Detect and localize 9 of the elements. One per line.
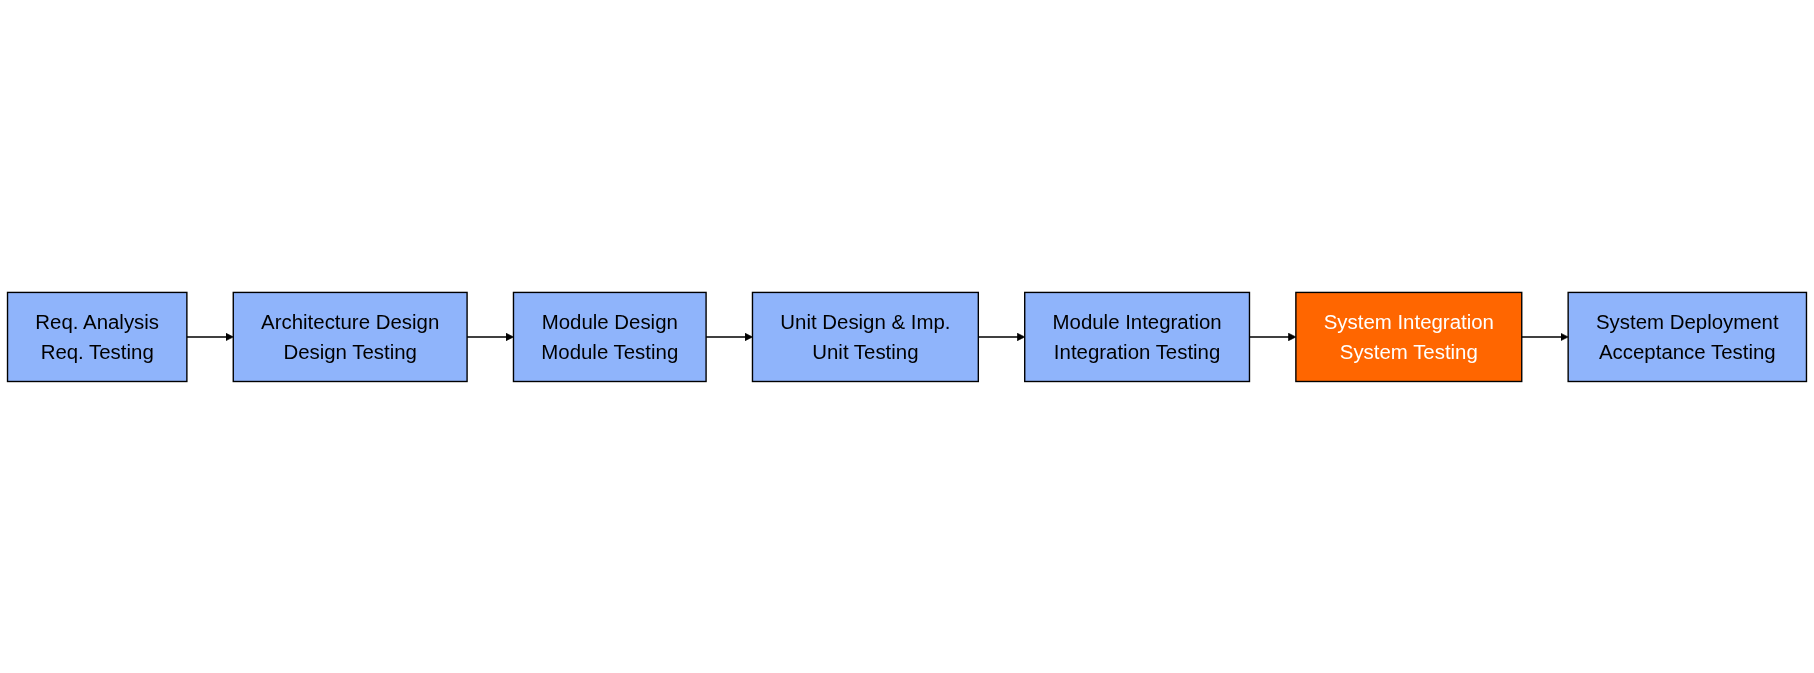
node-box: System Integration System Testing: [1295, 291, 1523, 382]
node-box: Architecture Design Design Testing: [232, 291, 468, 382]
node-box: Unit Design & Imp. Unit Testing: [751, 291, 979, 382]
node-box: System Deployment Acceptance Testing: [1567, 291, 1808, 382]
arrow: [186, 332, 234, 341]
arrow: [1521, 332, 1569, 341]
node-box: Req. Analysis Req. Testing: [6, 291, 188, 382]
node-box: Module Design Module Testing: [512, 291, 707, 382]
node-box: Module Integration Integration Testing: [1024, 291, 1251, 382]
